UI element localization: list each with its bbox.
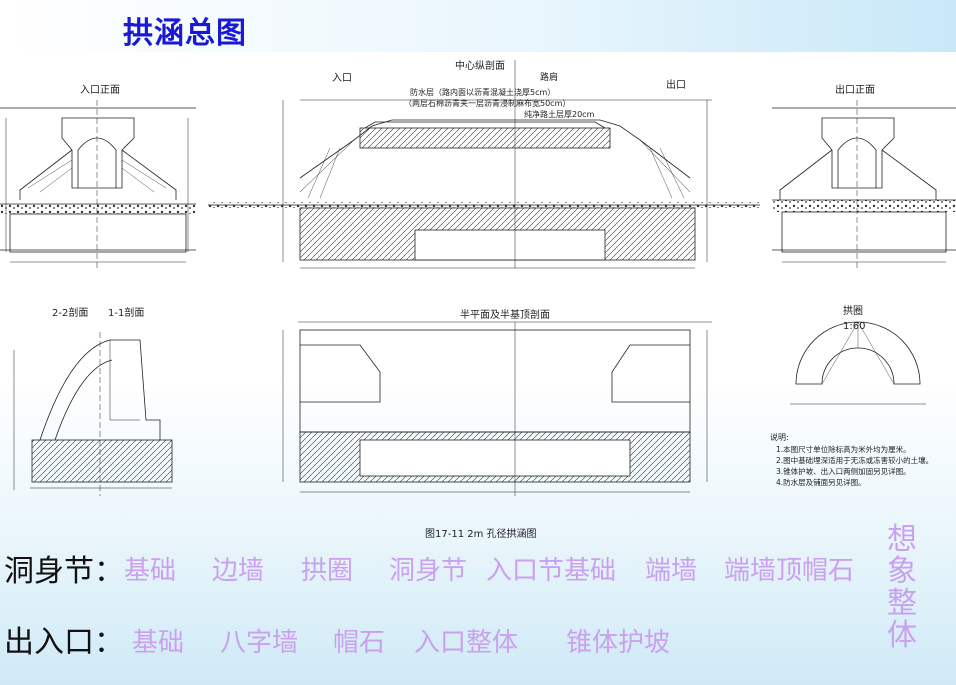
inlet-elevation-title: 入口正面	[80, 85, 120, 96]
portal-row-label: 出入口：	[4, 625, 124, 660]
outlet-elevation-view	[772, 100, 956, 268]
plan-view-title: 半平面及半基顶剖面	[460, 308, 550, 321]
section-22-title: 2-2剖面	[52, 306, 88, 319]
body-row-label: 洞身节：	[4, 554, 124, 589]
outlet-label: 出口	[666, 78, 686, 91]
plan-view	[282, 321, 712, 496]
outlet-elevation-title: 出口正面	[835, 83, 875, 96]
note-1: 1.本图尺寸单位除标高为米外均为厘米。	[776, 444, 911, 454]
center-longitudinal-section	[208, 60, 760, 269]
road-shoulder-label: 路肩	[540, 71, 558, 83]
portal-item-inlet-whole[interactable]: 入口整体	[414, 628, 519, 658]
portal-item-foundation[interactable]: 基础	[132, 628, 185, 658]
portal-item-wing-wall[interactable]: 八字墙	[220, 628, 299, 658]
waterproof-note-2: （两层石棉沥青夹一层沥青浸制麻布宽50cm）	[404, 98, 570, 108]
waterproof-note-1: 防水层（路内面以沥青混凝土浇厚5cm）	[410, 87, 555, 97]
title-band	[0, 0, 956, 52]
portal-item-cone-slope[interactable]: 锥体护坡	[566, 628, 671, 658]
note-3: 3.锥体护坡、出入口两侧加固另见详图。	[776, 466, 911, 476]
culvert-drawing: 入口正面 出口正面 中心纵剖面 入口 出口 路肩 防水层（路内面以沥青混凝土浇厚…	[0, 59, 956, 540]
body-item-body-segment[interactable]: 洞身节	[389, 556, 468, 586]
arch-ring-title: 拱圈	[843, 304, 863, 317]
arch-ring-scale: 1:60	[843, 321, 865, 332]
center-section-title: 中心纵剖面	[455, 59, 505, 72]
imagine-whole-label[interactable]: 想象整体	[887, 522, 917, 653]
figure-caption: 图17-11 2m 孔径拱涵图	[425, 527, 537, 540]
inlet-label: 入口	[332, 73, 352, 84]
arch-ring-view	[790, 321, 926, 405]
body-item-end-wall-coping[interactable]: 端墙顶帽石	[724, 556, 855, 586]
portal-item-cap-stone[interactable]: 帽石	[333, 628, 386, 658]
body-item-foundation[interactable]: 基础	[124, 556, 177, 586]
notes-heading: 说明:	[770, 432, 789, 442]
note-4: 4.防水层及铺面另见详图。	[776, 477, 866, 487]
section-11-title: 1-1剖面	[108, 306, 144, 319]
body-item-inlet-foundation[interactable]: 入口节基础	[486, 556, 617, 586]
body-item-arch-ring[interactable]: 拱圈	[301, 556, 354, 586]
note-2: 2.图中基础埋深适用于无冻或冻害较小的土壤。	[776, 455, 933, 465]
slide-title: 拱涵总图	[123, 16, 247, 51]
cross-sections-view	[13, 332, 173, 496]
body-item-end-wall[interactable]: 端墙	[645, 556, 698, 586]
body-item-side-wall[interactable]: 边墙	[212, 556, 265, 586]
inlet-elevation-view	[0, 100, 196, 268]
waterproof-note-3: 纯净路土层厚20cm	[524, 109, 595, 119]
